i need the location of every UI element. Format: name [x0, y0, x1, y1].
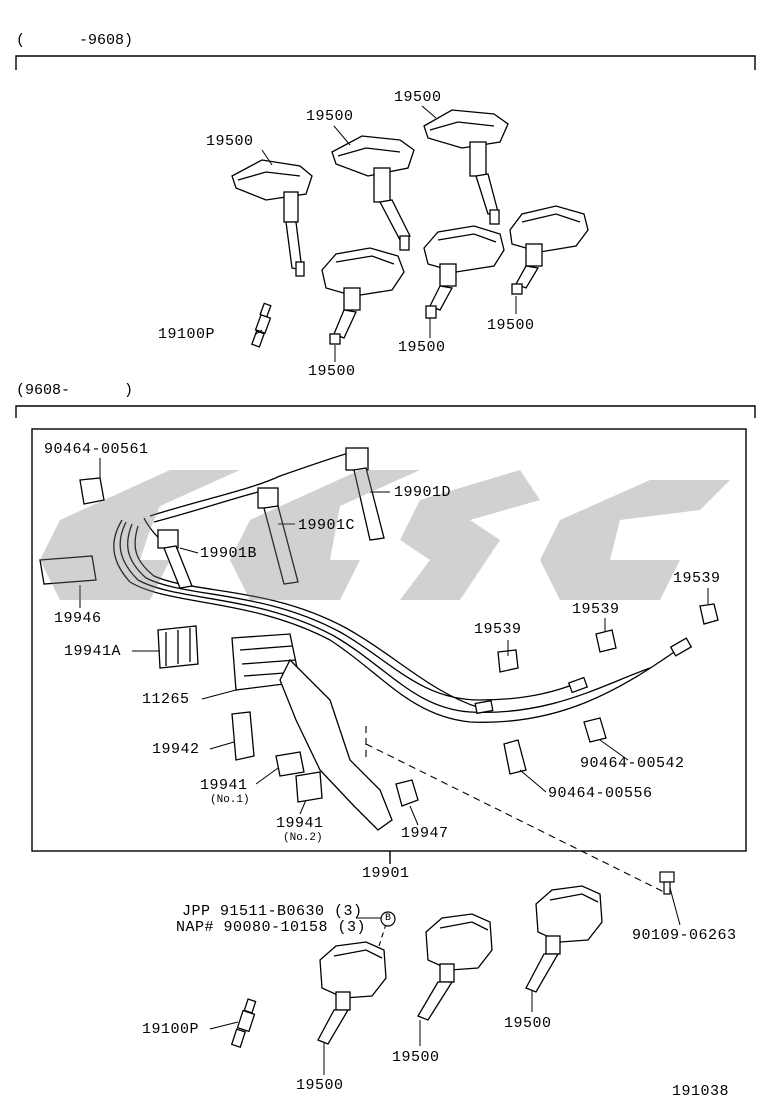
callout-19500-coil-2: 19500 — [306, 108, 354, 125]
callout-90464-00561: 90464-00561 — [44, 441, 149, 458]
callout-19901-assembly: 19901 — [362, 865, 410, 882]
callout-19941a: 19941A — [64, 643, 122, 660]
ignition-coil-icon — [331, 135, 415, 251]
callout-19500-coil-1: 19500 — [206, 133, 254, 150]
section-header-before-9608: ( -9608) — [16, 32, 134, 49]
callout-90109-06263: 90109-06263 — [632, 927, 737, 944]
callout-19901d: 19901D — [394, 484, 452, 501]
callout-19100p-late: 19100P — [142, 1021, 200, 1038]
ignition-coil-icon — [525, 885, 603, 993]
reference-mark-b: B — [385, 913, 392, 924]
note-no1: (No.1) — [210, 794, 250, 806]
callout-19500-coil-5: 19500 — [398, 339, 446, 356]
callout-19946: 19946 — [54, 610, 102, 627]
spark-plug-icon — [230, 998, 257, 1048]
callout-90464-00542: 90464-00542 — [580, 755, 685, 772]
callout-19947: 19947 — [401, 825, 449, 842]
cord-set — [39, 447, 719, 831]
section-header-after-9608: (9608- ) — [16, 382, 134, 399]
assembly-frame — [31, 428, 747, 852]
ignition-coil-icon — [317, 941, 387, 1045]
figure-number: 191038 — [672, 1083, 730, 1100]
ignition-coil-icon — [423, 109, 509, 225]
callout-19901b: 19901B — [200, 545, 258, 562]
section-bracket-early — [15, 55, 756, 70]
callout-jpp-plug: JPP 91511-B0630 (3) — [182, 903, 363, 920]
spark-plug-icon — [251, 302, 272, 348]
callout-19941-no2: 19941 — [276, 815, 324, 832]
callout-19100p-early: 19100P — [158, 326, 216, 343]
late-coil-group — [230, 885, 603, 1048]
section-bracket-late — [15, 405, 756, 418]
ignition-coil-icon — [321, 247, 405, 345]
bolt-icon — [659, 871, 675, 895]
note-no2: (No.2) — [283, 832, 323, 844]
callout-19539-b: 19539 — [572, 601, 620, 618]
early-coil-group — [231, 109, 589, 348]
callout-19500-coil-4: 19500 — [308, 363, 356, 380]
callout-90464-00556: 90464-00556 — [548, 785, 653, 802]
ignition-coil-icon — [417, 913, 493, 1021]
ignition-coil-icon — [509, 205, 589, 295]
callout-19941-no1: 19941 — [200, 777, 248, 794]
callout-19500-late-3: 19500 — [504, 1015, 552, 1032]
callout-19901c: 19901C — [298, 517, 356, 534]
callout-19500-late-1: 19500 — [296, 1077, 344, 1094]
callout-11265: 11265 — [142, 691, 190, 708]
reference-mark-b-circle — [380, 911, 396, 927]
callout-19500-coil-6: 19500 — [487, 317, 535, 334]
callout-19539-a: 19539 — [673, 570, 721, 587]
callout-19539-c: 19539 — [474, 621, 522, 638]
callout-19500-coil-3: 19500 — [394, 89, 442, 106]
ignition-coil-icon — [423, 225, 505, 319]
callout-19500-late-2: 19500 — [392, 1049, 440, 1066]
callout-19942: 19942 — [152, 741, 200, 758]
ignition-coil-icon — [231, 159, 313, 277]
callout-nap-plug: NAP# 90080-10158 (3) — [176, 919, 367, 936]
